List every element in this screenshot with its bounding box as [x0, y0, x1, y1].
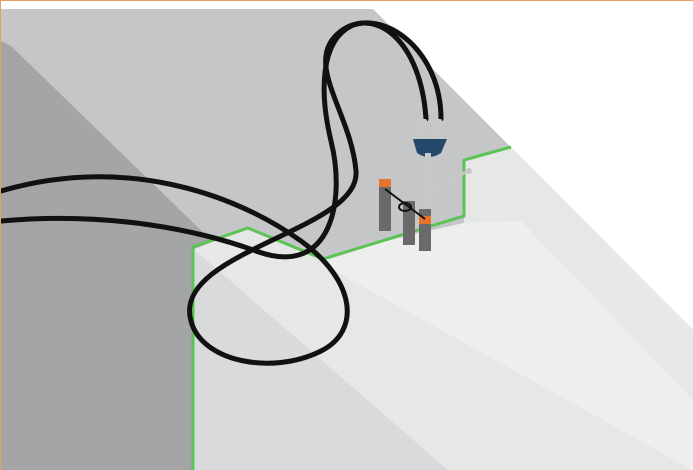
illustration-frame [0, 0, 693, 470]
scene-svg [1, 1, 693, 470]
